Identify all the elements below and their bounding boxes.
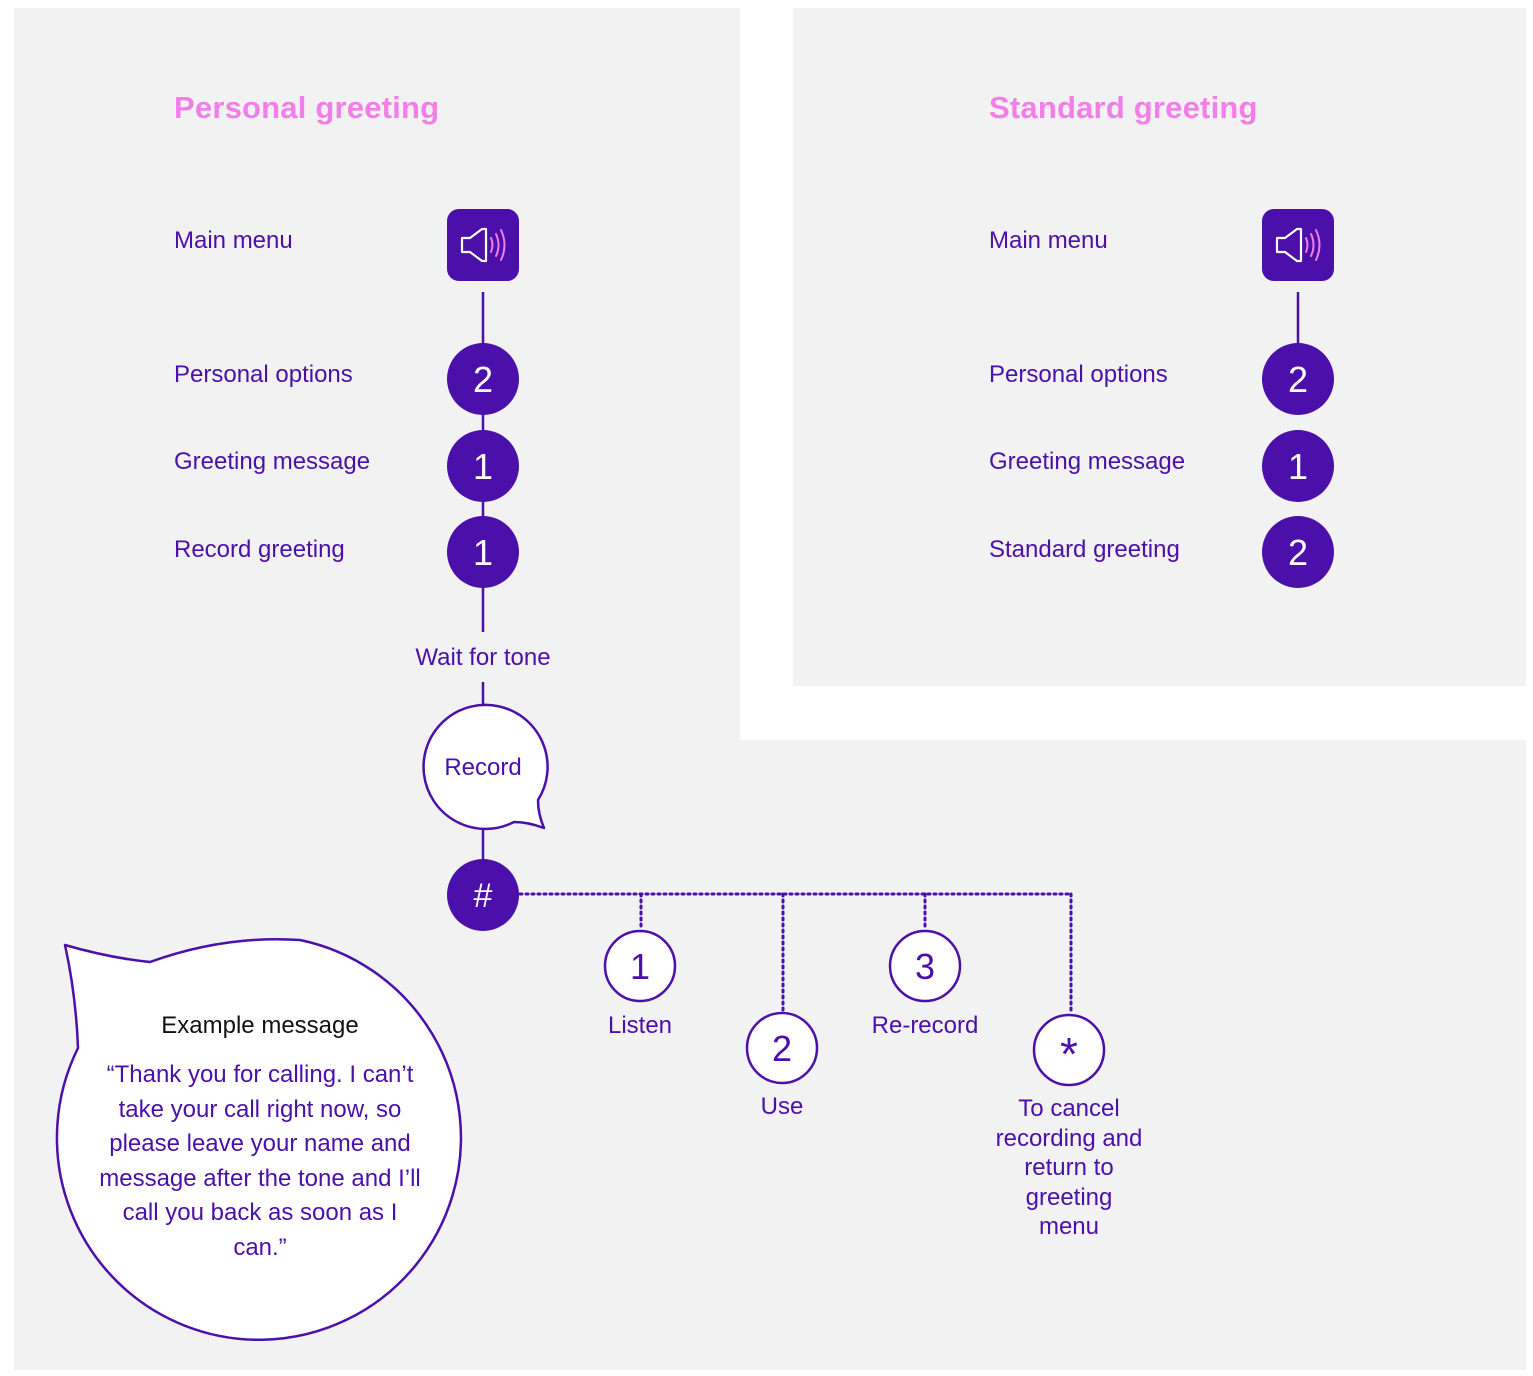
svg-text:2: 2 xyxy=(772,1028,792,1069)
option-listen-label: Listen xyxy=(607,1012,673,1039)
svg-text:2: 2 xyxy=(473,359,493,400)
svg-text:1: 1 xyxy=(1288,446,1308,487)
hash-key: # xyxy=(447,859,519,931)
svg-text:2: 2 xyxy=(1288,532,1308,573)
standard-step-main-menu: Main menu xyxy=(989,227,1108,254)
personal-step-record-greeting: Record greeting xyxy=(174,536,345,563)
svg-text:1: 1 xyxy=(473,532,493,573)
personal-key-greeting-message: 1 xyxy=(447,430,519,502)
record-label: Record xyxy=(444,754,522,781)
standard-key-standard-greeting: 2 xyxy=(1262,516,1334,588)
options-dotted-connectors xyxy=(518,892,1073,1015)
record-speech-bubble xyxy=(422,703,549,831)
personal-step-personal-options: Personal options xyxy=(174,361,353,388)
option-use-label: Use xyxy=(760,1093,804,1120)
svg-text:#: # xyxy=(474,877,493,915)
svg-text:1: 1 xyxy=(473,446,493,487)
standard-step-greeting-message: Greeting message xyxy=(989,448,1186,475)
personal-step-greeting-message: Greeting message xyxy=(174,448,371,475)
option-use-key: 2 xyxy=(745,1011,819,1085)
standard-main-menu-button xyxy=(1262,209,1334,281)
standard-step-standard-greeting: Standard greeting xyxy=(989,536,1180,563)
wait-for-tone-label: Wait for tone xyxy=(415,644,551,671)
personal-step-main-menu: Main menu xyxy=(174,227,293,254)
example-message-bubble xyxy=(55,937,463,1342)
option-re-record-label: Re-record xyxy=(871,1012,979,1039)
svg-text:2: 2 xyxy=(1288,359,1308,400)
standard-key-greeting-message: 1 xyxy=(1262,430,1334,502)
personal-key-personal-options: 2 xyxy=(447,343,519,415)
option-re-record-key: 3 xyxy=(888,929,962,1003)
svg-text:1: 1 xyxy=(630,946,650,987)
standard-key-personal-options: 2 xyxy=(1262,343,1334,415)
option-listen-key: 1 xyxy=(603,929,677,1003)
speaker-icon xyxy=(460,227,488,263)
speaker-icon xyxy=(1275,227,1303,263)
standard-greeting-title: Standard greeting xyxy=(989,90,1258,125)
option-cancel-label: To cancel recording and return to greeti… xyxy=(995,1095,1143,1241)
example-message-text: “Thank you for calling. I can’t take you… xyxy=(99,1061,421,1261)
option-cancel-key: * xyxy=(1032,1013,1106,1087)
example-message-heading: Example message xyxy=(161,1012,359,1039)
standard-panel xyxy=(793,8,1526,686)
standard-step-personal-options: Personal options xyxy=(989,361,1168,388)
svg-text:3: 3 xyxy=(915,946,935,987)
personal-key-record-greeting: 1 xyxy=(447,516,519,588)
personal-main-menu-button xyxy=(447,209,519,281)
svg-text:*: * xyxy=(1060,1028,1078,1080)
personal-panel-upper xyxy=(14,8,740,748)
personal-greeting-title: Personal greeting xyxy=(174,90,440,125)
